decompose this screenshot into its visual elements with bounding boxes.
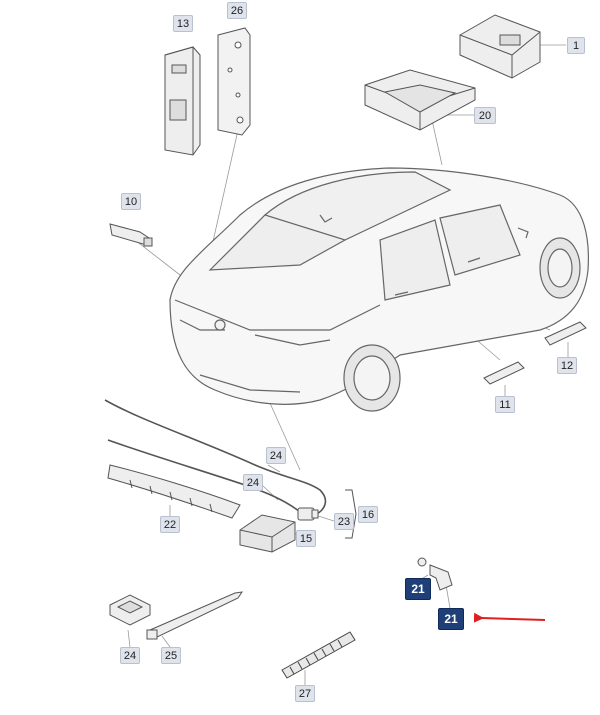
part-23-connector [297, 507, 319, 521]
callout-12: 12 [557, 357, 577, 374]
part-21-bracket [417, 557, 453, 591]
callout-26: 26 [227, 2, 247, 19]
part-12-trim-strip [544, 321, 587, 346]
callout-11: 11 [495, 396, 515, 413]
callout-21-lower: 21 [438, 608, 464, 630]
red-arrow-icon [473, 612, 546, 623]
part-11-trim-strip [483, 361, 525, 385]
part-25-cable-tie [146, 591, 244, 640]
part-1-module-box [459, 14, 541, 79]
part-13-control-module [164, 46, 201, 156]
callout-13: 13 [173, 15, 193, 32]
part-24-clip [109, 594, 151, 626]
callout-25: 25 [161, 647, 181, 664]
callout-24-lower: 24 [243, 474, 263, 491]
car-body [169, 167, 589, 412]
part-27-corrugated-hose [281, 631, 356, 679]
callout-22: 22 [160, 516, 180, 533]
callout-10: 10 [121, 193, 141, 210]
callout-16: 16 [358, 506, 378, 523]
part-20-tray [364, 69, 476, 131]
callout-15: 15 [296, 530, 316, 547]
part-24-wiring-harness [104, 399, 327, 516]
callout-21-upper: 21 [405, 578, 431, 600]
part-22-bumper-strip [107, 464, 241, 519]
group-bracket-16 [345, 489, 357, 539]
callout-27: 27 [295, 685, 315, 702]
callout-1: 1 [567, 37, 585, 54]
callout-24-clip: 24 [120, 647, 140, 664]
callout-24-upper: 24 [266, 447, 286, 464]
callout-23: 23 [334, 513, 354, 530]
part-15-module [239, 514, 296, 553]
part-10-sensor [109, 223, 153, 247]
callout-20: 20 [474, 107, 496, 124]
part-26-bracket [217, 27, 251, 136]
